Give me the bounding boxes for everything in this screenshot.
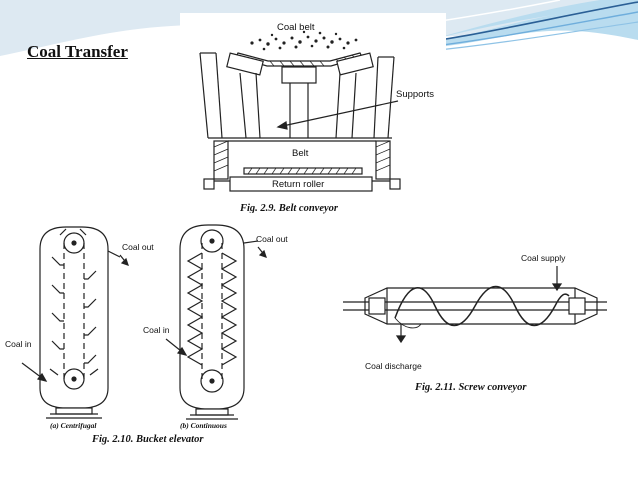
screw-conveyor-drawing	[343, 266, 607, 344]
bucket-elevator-figure: Coal out Coal out Coal in Coal in (a) Ce…	[0, 213, 295, 451]
label-coal-out-centrifugal: Coal out	[122, 242, 154, 252]
label-coal-supply: Coal supply	[521, 253, 566, 263]
label-return-roller: Return roller	[272, 179, 325, 190]
sub-caption-centrifugal: (a) Centrifugal	[50, 421, 97, 430]
screw-conveyor-figure: Coal supply Coal discharge Fig. 2.11. Sc…	[325, 240, 607, 402]
label-coal-discharge: Coal discharge	[365, 361, 422, 371]
label-coal-in-continuous: Coal in	[143, 325, 170, 335]
slide-title: Coal Transfer	[27, 42, 128, 61]
belt-conveyor-caption: Fig. 2.9. Belt conveyor	[240, 203, 338, 214]
label-coal-out-continuous: Coal out	[256, 234, 288, 244]
label-supports: Supports	[396, 89, 435, 100]
belt-conveyor-figure: Coal belt Supports Belt Return roller Fi…	[180, 13, 446, 219]
label-coal-in-centrifugal: Coal in	[5, 339, 32, 349]
sub-caption-continuous: (b) Continuous	[180, 421, 227, 430]
belt-conveyor-drawing	[199, 30, 401, 192]
label-belt: Belt	[292, 148, 309, 159]
bucket-elevator-drawing	[21, 224, 267, 420]
label-coal-belt: Coal belt	[277, 22, 315, 33]
screw-conveyor-caption: Fig. 2.11. Screw conveyor	[415, 382, 527, 393]
bucket-elevator-caption: Fig. 2.10. Bucket elevator	[92, 434, 204, 445]
